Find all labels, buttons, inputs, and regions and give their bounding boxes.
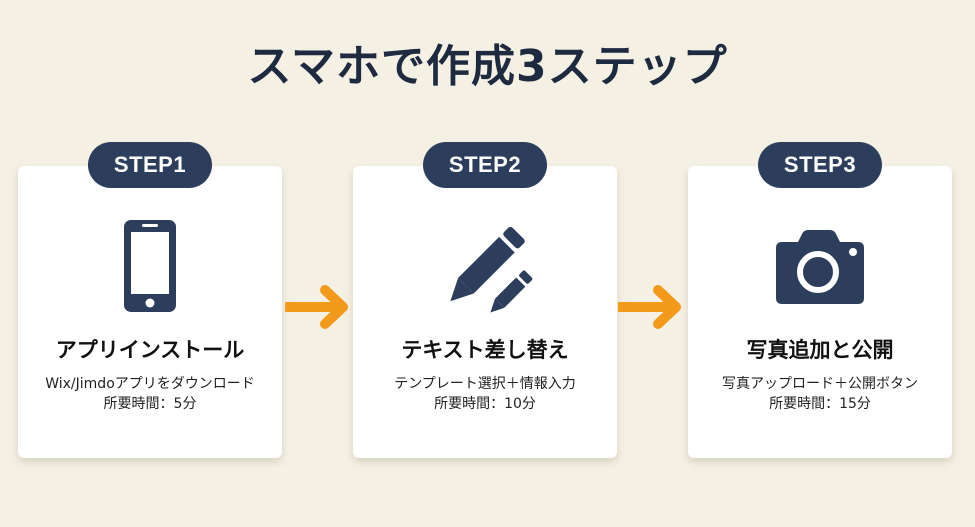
step-description: 写真アップロード＋公開ボタン 所要時間：15分 [688,374,952,414]
step-card-3: STEP3 写真追加と公開 写真アップロード＋公開ボタン 所要時間：15分 [688,142,952,458]
step-card-2: STEP2 テキスト差し替え テンプレート選択＋情報入力 所要時間：10分 [353,142,617,458]
step-description: テンプレート選択＋情報入力 所要時間：10分 [353,374,617,414]
step-badge: STEP3 [758,142,882,188]
step-badge: STEP2 [423,142,547,188]
page-title: スマホで作成3ステップ [247,41,728,92]
step-time: 所要時間：10分 [434,396,536,412]
step-card-1: STEP1 アプリインストール Wix/Jimdoアプリをダウンロード 所要時間… [18,142,282,458]
step-heading: アプリインストール [55,338,245,362]
arrow-right-icon [618,285,681,329]
step-time: 所要時間：5分 [103,396,197,412]
step-detail: Wix/Jimdoアプリをダウンロード [45,376,255,392]
step-time: 所要時間：15分 [769,396,871,412]
step-description: Wix/Jimdoアプリをダウンロード 所要時間：5分 [18,374,282,414]
camera-icon [776,230,864,304]
step-heading: 写真追加と公開 [746,338,894,362]
smartphone-icon [124,220,176,312]
step-heading: テキスト差し替え [401,338,569,362]
step-detail: 写真アップロード＋公開ボタン [722,376,918,392]
pencil-icon [450,226,533,313]
arrow-right-icon [285,285,348,329]
step-badge: STEP1 [88,142,212,188]
step-detail: テンプレート選択＋情報入力 [394,376,576,392]
